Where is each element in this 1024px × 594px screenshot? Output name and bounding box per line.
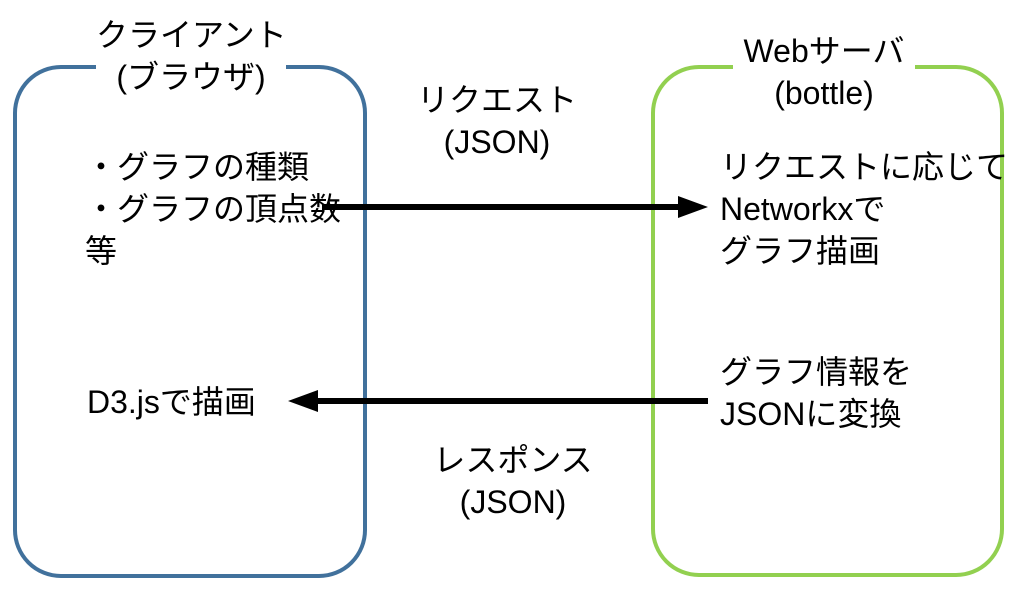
server-title-line1: Webサーバ [743,33,905,69]
client-request-param-line3: 等 [85,233,118,269]
server-box-title: Webサーバ (bottle) [733,30,915,114]
client-box-title: クライアント (ブラウザ) [96,14,287,98]
client-request-params: ・グラフの種類 ・グラフの頂点数 等 [85,146,341,272]
server-draw-step-line2: Networkxで [720,191,886,227]
server-draw-step-line3: グラフ描画 [720,233,881,269]
client-request-param-line2: ・グラフの頂点数 [85,191,342,227]
response-arrow-label: レスポンス (JSON) [429,439,597,523]
client-request-param-line1: ・グラフの種類 [85,149,310,185]
response-label-line2: (JSON) [459,484,567,520]
response-label-line1: レスポンス [433,442,593,478]
server-convert-step-line2: JSONに変換 [720,396,902,432]
request-label-line2: (JSON) [443,124,551,160]
server-draw-step-line1: リクエストに応じて [720,149,1009,185]
request-label-line1: リクエスト [416,82,577,118]
server-convert-step-line1: グラフ情報を [720,354,913,390]
client-box [13,65,367,578]
request-arrow-label: リクエスト (JSON) [413,79,581,163]
server-convert-step: グラフ情報を JSONに変換 [720,351,912,435]
server-box [651,65,1004,577]
client-title-line2: (ブラウザ) [116,59,266,95]
server-title-line2: (bottle) [774,75,874,111]
client-render-step: D3.jsで描画 [87,384,256,420]
server-draw-step: リクエストに応じて Networkxで グラフ描画 [720,146,1008,272]
client-title-line1: クライアント [96,17,287,53]
